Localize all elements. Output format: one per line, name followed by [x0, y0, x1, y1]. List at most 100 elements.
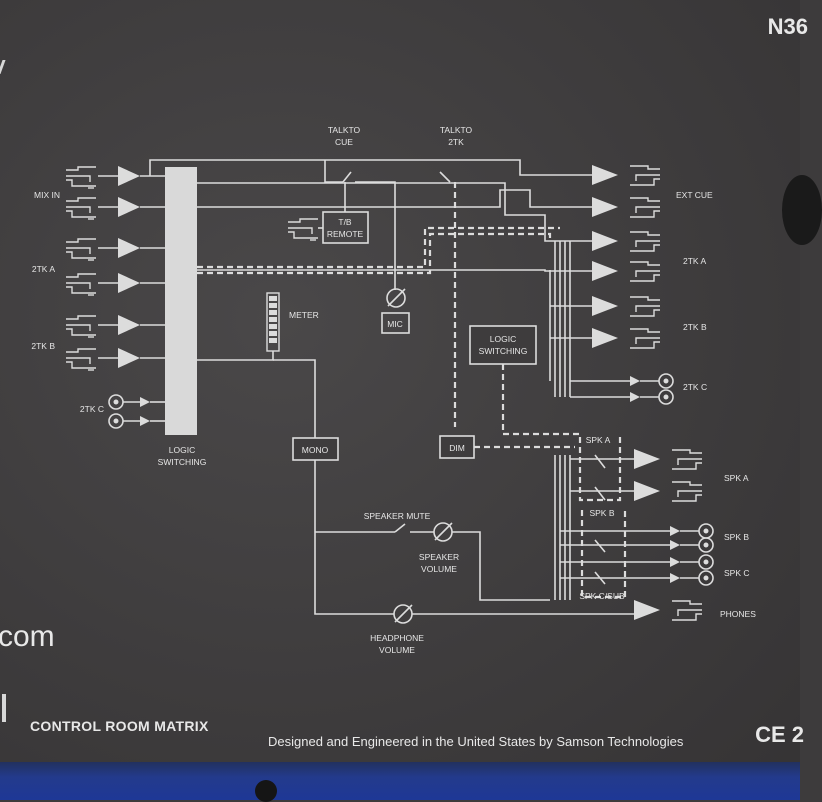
chassis-screw — [255, 780, 277, 802]
tb-remote-box — [322, 211, 369, 244]
label-talkback-2tk-2: 2TK — [448, 137, 464, 147]
label-out-phones: PHONES — [720, 609, 756, 619]
label-ext-cue: EXT CUE — [676, 190, 713, 200]
mounting-bolt — [782, 175, 822, 245]
input-amp-3 — [118, 238, 140, 258]
label-spk-csub-group: SPK C/SUB — [579, 591, 625, 601]
output-amp-6 — [592, 328, 618, 348]
output-jack-1 — [630, 165, 660, 186]
output-jack-6 — [630, 328, 660, 349]
label-out-spk-a: SPK A — [724, 473, 749, 483]
label-tb-remote-1: T/B — [338, 217, 352, 227]
input-amp-2 — [118, 197, 140, 217]
output-rca-2tkc-right — [658, 389, 674, 405]
input-jack-6 — [66, 348, 96, 371]
tb-remote-jack — [288, 218, 318, 241]
logic-switching-right-box — [469, 325, 537, 365]
brand-logo: N36 — [767, 14, 808, 39]
label-headphone-volume-1: HEADPHONE — [370, 633, 424, 643]
input-rca-amp-2 — [140, 416, 150, 426]
spk-rca-amp-3 — [670, 557, 680, 567]
label-logic-switching-main-1: LOGIC — [169, 445, 195, 455]
label-talkback-cue-1: TALKTO — [328, 125, 361, 135]
chassis-edge — [0, 762, 800, 800]
spk-a-amp-1 — [634, 449, 660, 469]
input-jack-5 — [66, 315, 96, 338]
input-amp-5 — [118, 315, 140, 335]
input-amp-6 — [118, 348, 140, 368]
label-speaker-mute: SPEAKER MUTE — [364, 511, 431, 521]
output-rca-amp-2 — [630, 392, 640, 402]
output-amp-2 — [592, 197, 618, 217]
output-jack-4 — [630, 261, 660, 282]
output-rca-2tkc-left — [658, 373, 674, 389]
output-rca-amp-1 — [630, 376, 640, 386]
spk-rca-2 — [698, 537, 714, 553]
output-jack-2 — [630, 197, 660, 218]
label-logic-switching-right-1: LOGIC — [490, 334, 516, 344]
label-output-2tk-c: 2TK C — [683, 382, 707, 392]
dashed-spk-b-group — [580, 510, 627, 599]
spk-a-jack-2 — [672, 481, 702, 502]
signal-flow-diagram: TALKTO CUE TALKTO 2TK T/B REMOTE MIC LOG… — [31, 125, 756, 655]
spk-rca-3 — [698, 554, 714, 570]
label-logic-switching-right-2: SWITCHING — [479, 346, 528, 356]
label-input-2tk-b: 2TK B — [31, 341, 55, 351]
spk-a-amp-2 — [634, 481, 660, 501]
input-amp-1 — [118, 166, 140, 186]
spk-rca-amp-1 — [670, 526, 680, 536]
headphone-volume-pot-icon — [393, 604, 413, 624]
input-amp-4 — [118, 273, 140, 293]
level-meter — [266, 292, 280, 352]
url-fragment: com — [0, 620, 55, 653]
label-out-spk-b: SPK B — [724, 532, 749, 542]
label-out-spk-c: SPK C — [724, 568, 750, 578]
spk-rca-amp-2 — [670, 540, 680, 550]
input-jack-2 — [66, 197, 96, 220]
spk-a-jack-1 — [672, 449, 702, 470]
label-mic: MIC — [387, 319, 403, 329]
dashed-spk-a-group — [501, 364, 622, 502]
label-input-2tk-c: 2TK C — [80, 404, 104, 414]
label-tb-remote-2: REMOTE — [327, 229, 364, 239]
label-mix-in: MIX IN — [34, 190, 60, 200]
input-rca-2tkc-right — [108, 413, 124, 429]
spk-rca-4 — [698, 570, 714, 586]
label-meter: METER — [289, 310, 319, 320]
mono-box — [292, 437, 339, 461]
output-amp-1 — [592, 165, 618, 185]
logic-switching-bus — [165, 167, 197, 435]
mic-box — [381, 312, 410, 334]
model-name: CONTROL ROOM MATRIX — [30, 718, 209, 734]
output-amp-5 — [592, 296, 618, 316]
label-speaker-volume-1: SPEAKER — [419, 552, 459, 562]
wire-mix-top — [149, 159, 570, 176]
label-talkback-cue-2: CUE — [335, 137, 353, 147]
label-output-2tk-a: 2TK A — [683, 256, 706, 266]
input-rca-amp-1 — [140, 397, 150, 407]
input-jack-1 — [66, 166, 96, 189]
output-jack-3 — [630, 231, 660, 252]
input-jack-3 — [66, 238, 96, 261]
input-rca-2tkc-left — [108, 394, 124, 410]
output-amp-4 — [592, 261, 618, 281]
manufacturer-credit: Designed and Engineered in the United St… — [268, 734, 684, 749]
spk-rca-amp-4 — [670, 573, 680, 583]
label-output-2tk-b: 2TK B — [683, 322, 707, 332]
ce-mark: CE 2 — [755, 722, 804, 747]
phones-amp — [634, 600, 660, 620]
output-jack-5 — [630, 296, 660, 317]
phones-jack — [672, 600, 702, 621]
mic-volume-pot-icon — [386, 288, 406, 308]
label-logic-switching-main-2: SWITCHING — [158, 457, 207, 467]
label-mono: MONO — [302, 445, 329, 455]
label-spk-b-group: SPK B — [589, 508, 614, 518]
dim-box — [439, 435, 475, 459]
spk-rca-1 — [698, 523, 714, 539]
output-amp-3 — [592, 231, 618, 251]
speaker-volume-pot-icon — [433, 522, 453, 542]
logo-fragment-bar — [2, 694, 16, 722]
label-speaker-volume-2: VOLUME — [421, 564, 457, 574]
label-input-2tk-a: 2TK A — [32, 264, 55, 274]
label-headphone-volume-2: VOLUME — [379, 645, 415, 655]
